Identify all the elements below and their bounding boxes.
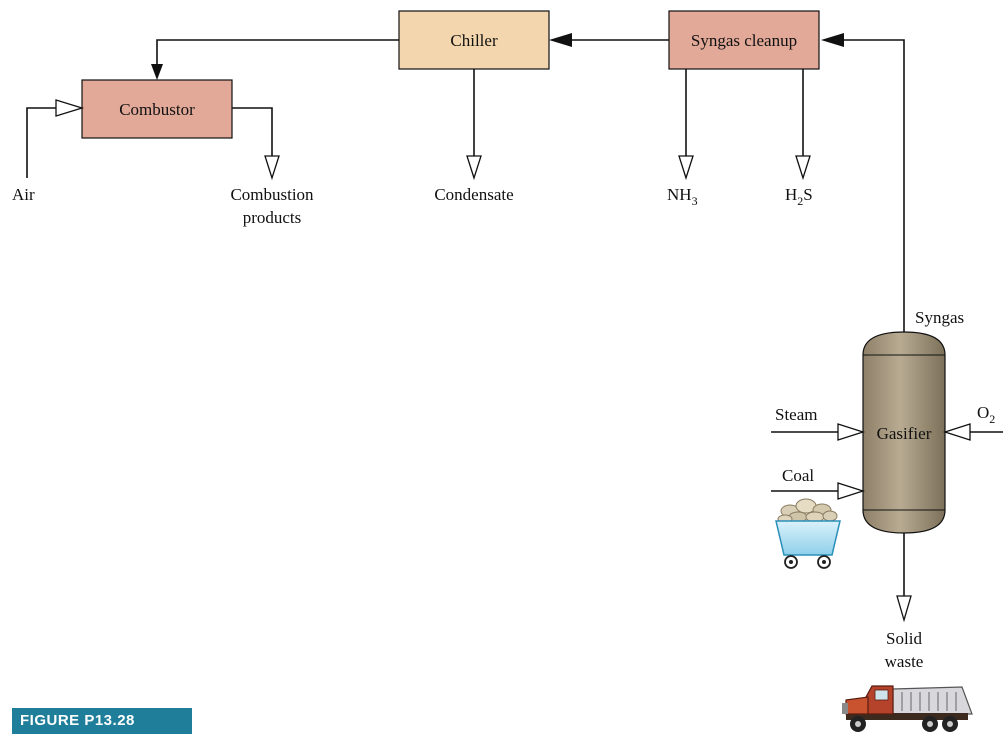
air-stream	[26, 99, 85, 178]
chiller-arrowhead	[549, 33, 572, 47]
steam-label: Steam	[775, 405, 818, 424]
combustion-products-label-line2: products	[243, 208, 302, 227]
nh3-stream	[678, 69, 694, 181]
solid-waste-label-line1: Solid	[886, 629, 922, 648]
condensate-stream	[466, 69, 482, 181]
chiller-to-combustor-line	[156, 39, 399, 66]
solid-waste-stream	[896, 533, 912, 623]
h2s-label-tail: S	[803, 185, 812, 204]
nh3-label-sub: 3	[692, 194, 698, 208]
figure-label: FIGURE P13.28	[12, 708, 192, 734]
combustor-label: Combustor	[119, 100, 195, 119]
combustor-unit: Combustor	[81, 79, 233, 139]
gasifier-label: Gasifier	[877, 424, 932, 443]
h2s-label-main: H	[785, 185, 797, 204]
figure-label-text: FIGURE P13.28	[20, 712, 135, 729]
combustion-products-label-line1: Combustion	[230, 185, 314, 204]
nh3-label: NH3	[667, 185, 698, 208]
syngas-arrowhead	[821, 33, 844, 47]
chiller-label: Chiller	[450, 31, 498, 50]
h2s-stream	[795, 69, 811, 181]
chiller-unit: Chiller	[398, 10, 550, 70]
syngas-cleanup-label: Syngas cleanup	[691, 31, 797, 50]
o2-label: O2	[977, 403, 995, 426]
coal-stream	[771, 482, 866, 500]
o2-label-main: O	[977, 403, 989, 422]
syngas-cleanup-unit: Syngas cleanup	[668, 10, 820, 70]
h2s-label-sub: 2	[797, 194, 803, 208]
oxygen-stream	[942, 423, 1003, 441]
condensate-label: Condensate	[434, 185, 513, 204]
o2-label-sub: 2	[989, 412, 995, 426]
steam-stream	[771, 423, 866, 441]
coal-label: Coal	[782, 466, 814, 485]
combustion-products-stream	[232, 107, 280, 181]
h2s-label: H2S	[785, 185, 813, 208]
nh3-label-main: NH	[667, 185, 692, 204]
air-label: Air	[12, 185, 35, 204]
syngas-line	[844, 39, 905, 332]
gasifier-unit: Gasifier	[862, 331, 946, 534]
syngas-label: Syngas	[915, 308, 964, 327]
coal-cart-icon	[775, 498, 841, 569]
solid-waste-label-line2: waste	[885, 652, 924, 671]
dump-truck-icon	[842, 685, 973, 732]
combustor-arrowhead	[151, 64, 163, 80]
